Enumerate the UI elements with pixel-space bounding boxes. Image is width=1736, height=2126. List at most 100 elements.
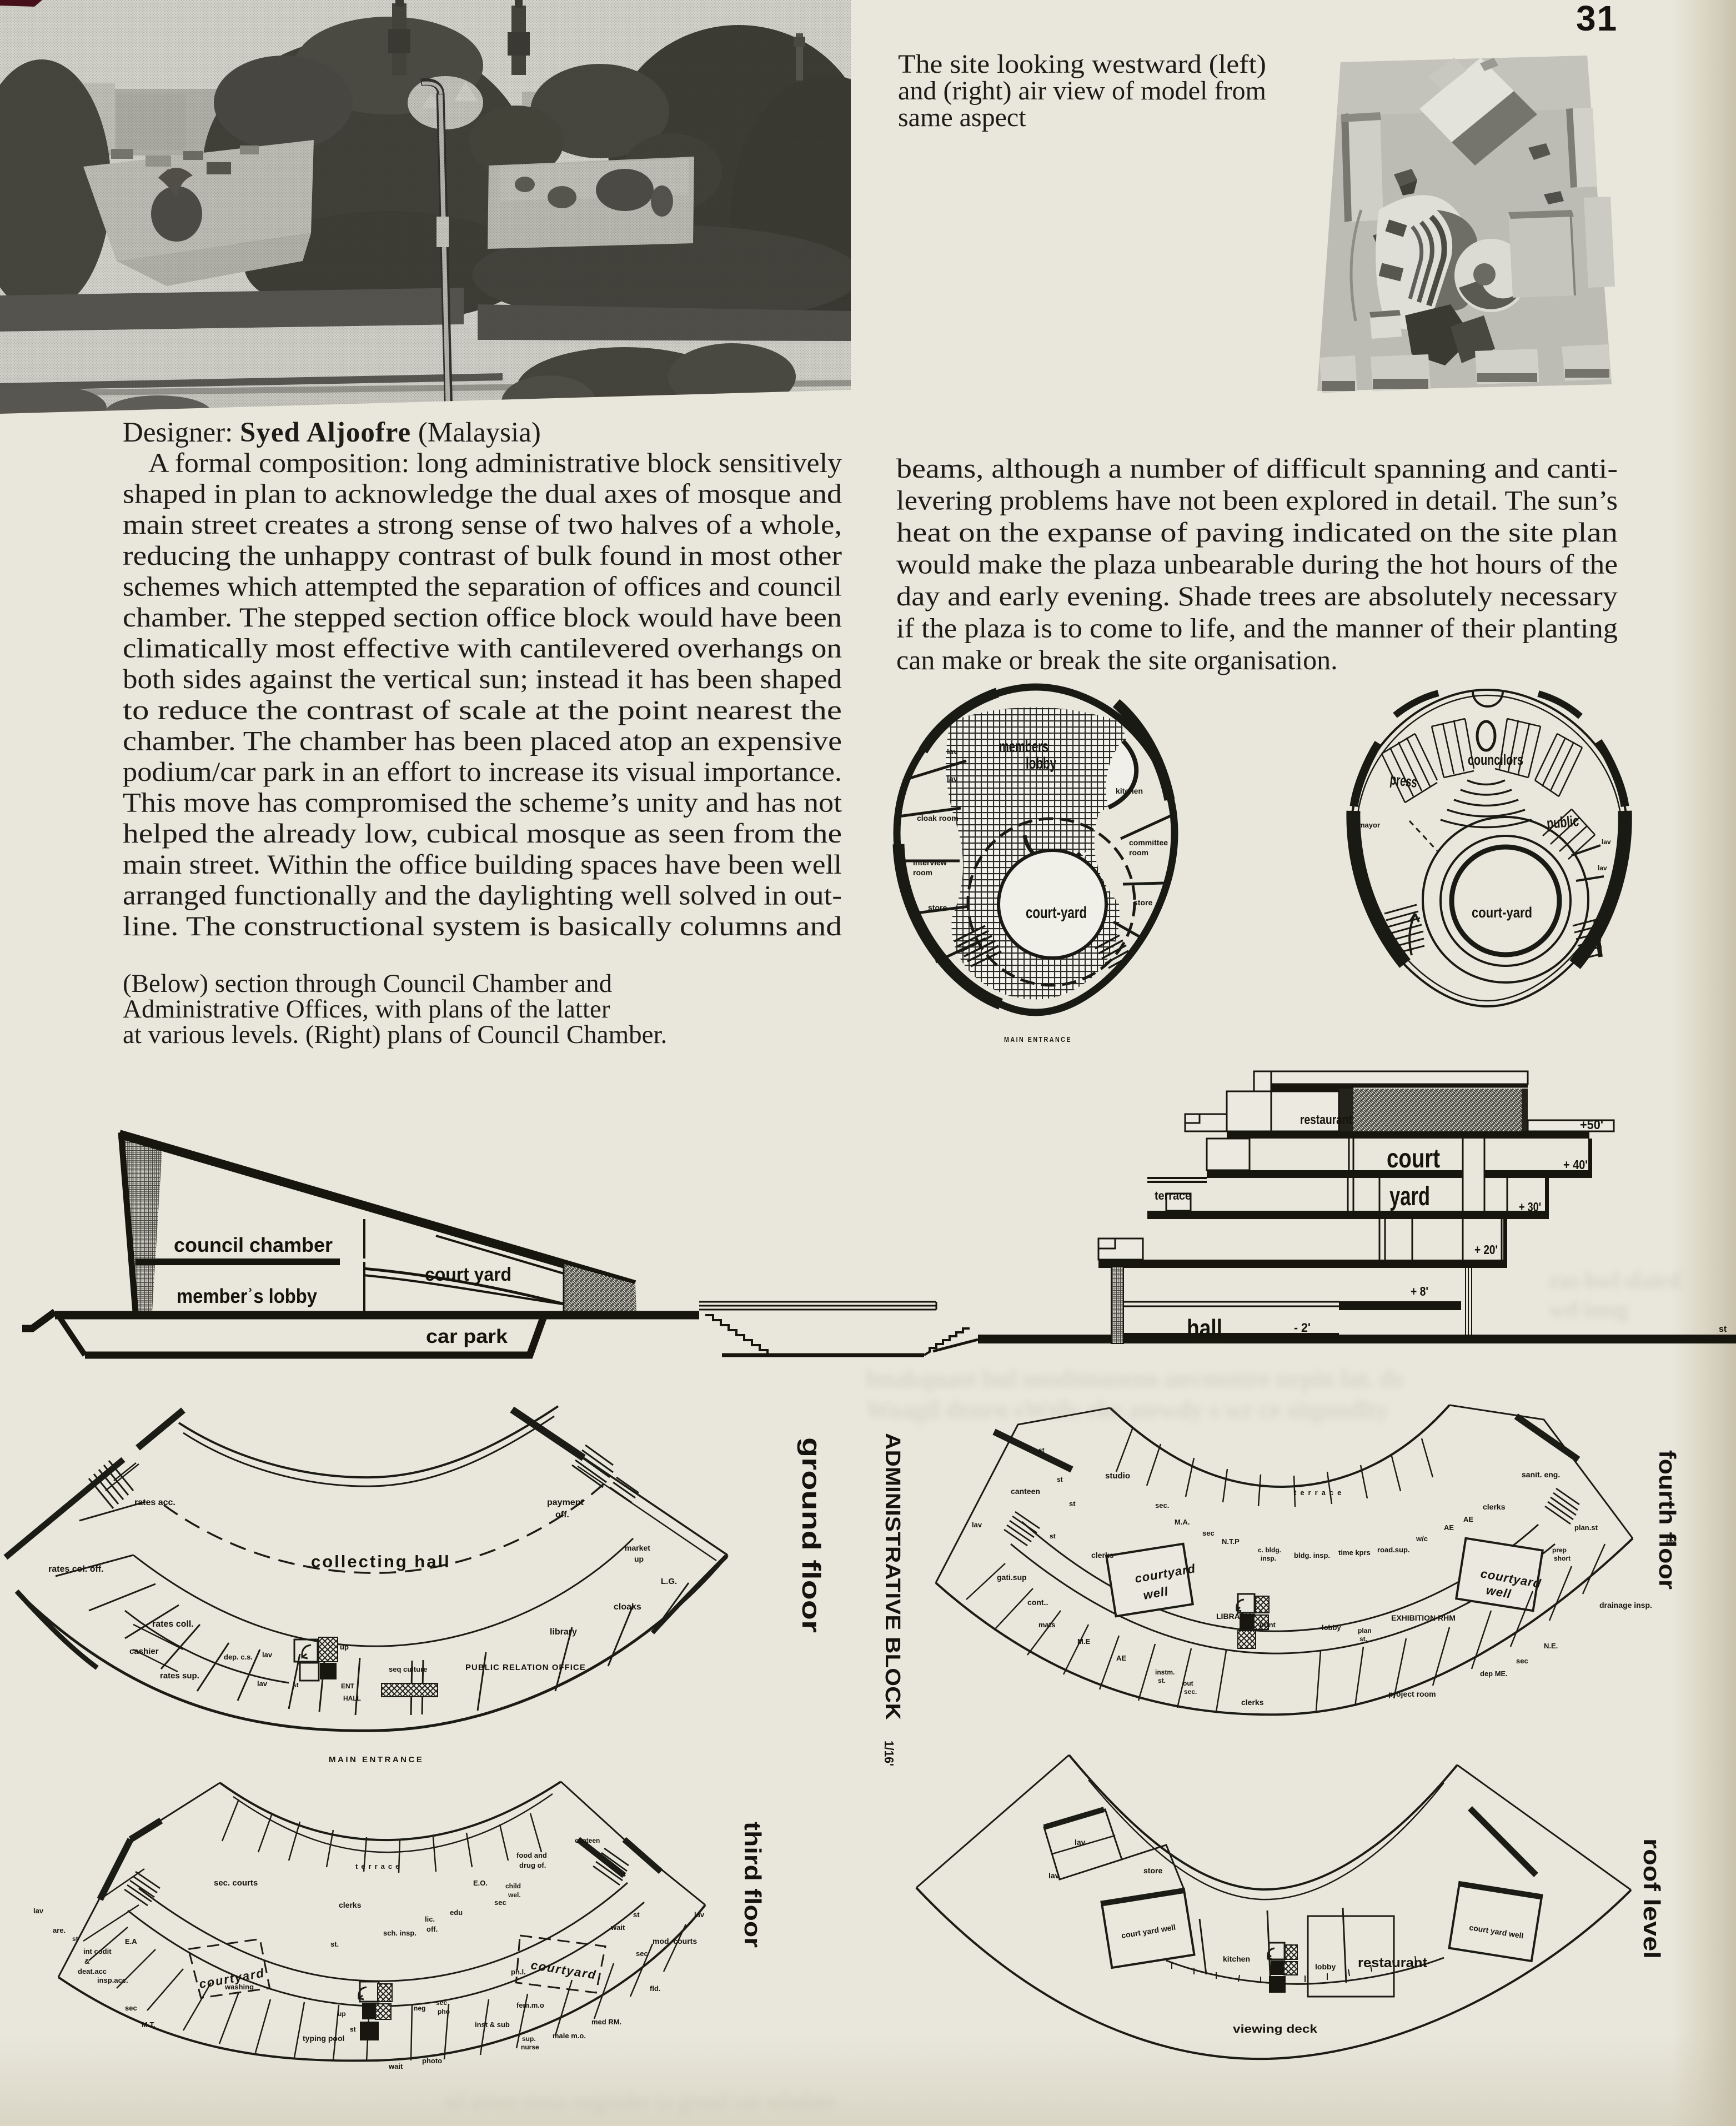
svg-text:wait: wait (388, 2062, 403, 2070)
svg-text:lav: lav (947, 747, 958, 756)
svg-text:lobby: lobby (1315, 1962, 1336, 1971)
svg-text:out: out (1183, 1679, 1193, 1687)
svg-text:bldg. insp.: bldg. insp. (1294, 1551, 1330, 1560)
svg-text:EXHIBITION RHM: EXHIBITION RHM (1391, 1613, 1456, 1622)
svg-text:fem.m.o: fem.m.o (516, 2001, 544, 2009)
svg-text:instm.: instm. (1155, 1668, 1175, 1676)
svg-text:+ 20ʹ: + 20ʹ (1474, 1242, 1498, 1257)
svg-text:day and early evening. Shade t: day and early evening. Shade trees are a… (896, 580, 1618, 611)
svg-text:terrace: terrace (1294, 1488, 1345, 1497)
svg-text:up: up (634, 1555, 644, 1563)
svg-text:male m.o.: male m.o. (553, 2032, 586, 2040)
svg-text:sch. insp.: sch. insp. (383, 1929, 417, 1937)
svg-text:fourth floor: fourth floor (1654, 1450, 1680, 1590)
svg-text:kitchen: kitchen (1223, 1954, 1250, 1963)
svg-text:lav: lav (262, 1651, 273, 1659)
svg-text:market: market (625, 1543, 650, 1552)
svg-text:int codit: int codit (83, 1947, 112, 1955)
svg-text:AE: AE (1463, 1515, 1473, 1523)
svg-text:st: st (1038, 1446, 1045, 1454)
svg-text:time kprs: time kprs (1338, 1548, 1371, 1557)
svg-text:councilors: councilors (1468, 751, 1523, 768)
svg-text:court-yard: court-yard (1472, 904, 1532, 921)
svg-text:studio: studio (1105, 1471, 1130, 1481)
svg-text:are.: are. (53, 1926, 66, 1934)
svg-text:sec: sec (125, 2004, 137, 2012)
svg-text:courtyard: courtyard (530, 1958, 598, 1982)
svg-text:canteen: canteen (575, 1837, 600, 1844)
svg-text:lav: lav (1598, 864, 1607, 872)
svg-text:members: members (999, 738, 1048, 756)
svg-text:court: court (1387, 1144, 1440, 1174)
svg-text:drug of.: drug of. (519, 1861, 546, 1869)
svg-text:- 2ʹ: - 2ʹ (1294, 1321, 1311, 1335)
svg-text:chamber. The stepped section o: chamber. The stepped section office bloc… (123, 601, 842, 633)
svg-text:viewing deck: viewing deck (1233, 2023, 1318, 2035)
svg-text:sec: sec (494, 1898, 506, 1907)
svg-text:child: child (505, 1882, 521, 1890)
svg-text:lav: lav (694, 1911, 705, 1919)
svg-text:main street. Within the office: main street. Within the office building … (123, 849, 842, 880)
svg-text:store: store (1133, 898, 1152, 907)
svg-text:hall: hall (1187, 1315, 1222, 1342)
svg-text:lav: lav (33, 1907, 44, 1915)
svg-text:up: up (340, 1643, 349, 1651)
svg-text:st.: st. (1359, 1635, 1367, 1643)
svg-text:&: & (84, 1957, 89, 1965)
svg-text:climatically most effective wi: climatically most effective with cantile… (123, 633, 842, 664)
svg-text:lobby: lobby (1322, 1623, 1341, 1632)
svg-text:st: st (293, 1681, 299, 1689)
svg-text:schemes which attempted the se: schemes which attempted the separation o… (123, 570, 842, 601)
svg-text:st: st (1057, 1476, 1063, 1483)
svg-text:lav: lav (1666, 1537, 1677, 1546)
svg-text:c. bldg.: c. bldg. (1258, 1546, 1281, 1554)
svg-text:off.: off. (555, 1510, 569, 1520)
svg-text:committee: committee (1129, 838, 1168, 847)
svg-text:M.A.: M.A. (1175, 1518, 1190, 1526)
svg-text:rates acc.: rates acc. (134, 1498, 175, 1507)
svg-text:This move has compromised the: This move has compromised the scheme’s u… (123, 787, 842, 818)
svg-text:restaurant: restaurant (1300, 1112, 1352, 1127)
svg-text:room: room (1129, 848, 1148, 857)
svg-text:M.E: M.E (1077, 1637, 1090, 1646)
svg-text:st: st (1050, 1532, 1056, 1540)
svg-text:med RM.: med RM. (591, 2018, 621, 2026)
svg-text:council chamber: council chamber (174, 1234, 333, 1256)
svg-text:roof level: roof level (1639, 1838, 1665, 1959)
svg-text:canteen: canteen (1011, 1487, 1040, 1496)
svg-text:reducing the unhappy contrast: reducing the unhappy contrast of bulk fo… (123, 540, 842, 571)
svg-text:cloaks: cloaks (614, 1602, 641, 1612)
svg-text:clerks: clerks (1091, 1551, 1114, 1560)
svg-text:sec.: sec. (1155, 1501, 1169, 1510)
svg-text:st.: st. (330, 1940, 339, 1948)
svg-text:heat on the expanse of paving: heat on the expanse of paving indicated … (896, 517, 1618, 548)
svg-text:terrace: terrace (355, 1862, 403, 1871)
svg-text:up: up (338, 2010, 346, 2018)
svg-text:court yard: court yard (425, 1264, 511, 1285)
svg-text:M.T.: M.T. (142, 2020, 155, 2029)
svg-text:insp.acc.: insp.acc. (97, 1976, 128, 1984)
svg-text:if the plaza is to come to lif: if the plaza is to come to life, and the… (896, 613, 1618, 644)
svg-text:sec. courts: sec. courts (214, 1878, 258, 1888)
svg-text:The site looking westward (lef: The site looking westward (left) (898, 51, 1266, 79)
svg-text:MAIN ENTRANCE: MAIN ENTRANCE (329, 1755, 424, 1764)
svg-text:court-yard: court-yard (1026, 904, 1087, 922)
svg-text:lav: lav (257, 1679, 268, 1688)
svg-text:seq culture: seq culture (389, 1665, 427, 1673)
svg-text:st: st (72, 1935, 78, 1943)
svg-text:kitchen: kitchen (1116, 786, 1143, 795)
svg-text:shaped in plan to acknowledge: shaped in plan to acknowledge the dual a… (123, 478, 842, 509)
svg-text:beams, although a number of di: beams, although a number of difficult sp… (896, 454, 1618, 484)
svg-text:mayor: mayor (1358, 821, 1380, 829)
svg-text:yard: yard (1389, 1182, 1430, 1211)
svg-text:print: print (1260, 1621, 1276, 1629)
svg-text:+ 30ʹ: + 30ʹ (1519, 1200, 1541, 1214)
svg-text:L.G.: L.G. (661, 1577, 677, 1586)
svg-text:sec: sec (636, 1949, 648, 1958)
svg-text:lobby: lobby (1026, 754, 1056, 773)
svg-text:library: library (550, 1627, 577, 1637)
svg-text:lav: lav (1602, 838, 1611, 846)
svg-text:both sides against the vertica: both sides against the vertical sun; ins… (123, 663, 842, 694)
svg-text:road.sup.: road.sup. (1377, 1546, 1410, 1554)
svg-text:w/c: w/c (1416, 1535, 1428, 1543)
